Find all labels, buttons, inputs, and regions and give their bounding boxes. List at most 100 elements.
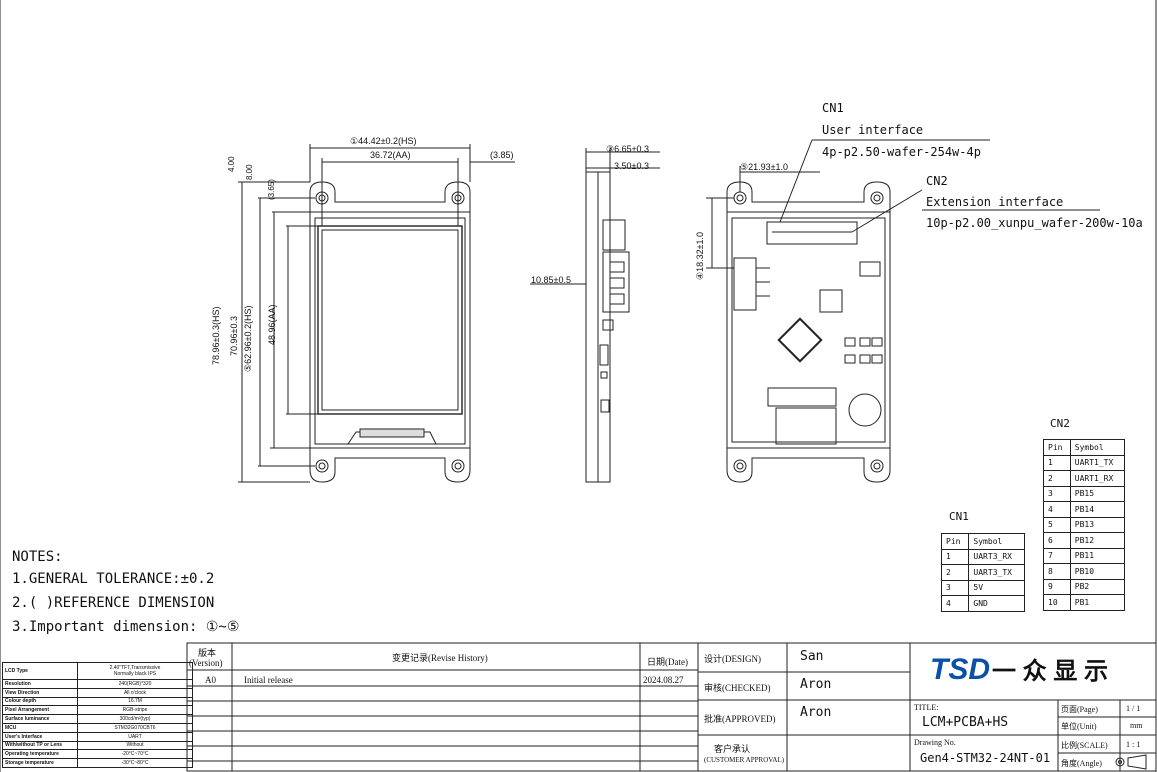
symbol-cell: PB14: [1069, 501, 1126, 518]
pin-cell: 3: [1043, 485, 1071, 502]
dim-height-hs: ⑤62.96±0.2(HS): [243, 305, 253, 372]
design-name: San: [800, 649, 824, 664]
spec-key: Pixel Arrangement: [2, 705, 78, 716]
symbol-cell: PB2: [1069, 578, 1126, 595]
spec-value: -30°C~80°C: [77, 758, 193, 768]
cn2-spec: 10p-p2.00_xunpu_wafer-200w-10a: [926, 216, 1143, 230]
spec-value: Without: [77, 740, 193, 751]
spec-key: Storage temperature: [2, 758, 78, 768]
cn2-label: CN2: [926, 174, 948, 188]
page-label: 页面(Page): [1061, 705, 1098, 714]
symbol-header: Symbol: [1069, 439, 1126, 456]
spec-value: 240(RGB)*320: [77, 679, 193, 689]
revision-date: 2024.08.27: [643, 675, 684, 685]
spec-value: STM32G070CBT6: [77, 722, 193, 733]
symbol-cell: PB12: [1069, 532, 1126, 549]
checked-label: 审核(CHECKED): [704, 683, 771, 693]
spec-value: UART: [77, 731, 193, 742]
table-row: Operating temperature-20°C~70°C: [2, 749, 193, 760]
pin-cell: 6: [1043, 532, 1071, 549]
side-view: [530, 148, 660, 483]
spec-key: Surface luminance: [2, 714, 78, 724]
notes-title: NOTES:: [12, 549, 63, 565]
cn1-spec: 4p-p2.50-wafer-254w-4p: [822, 145, 981, 159]
cn1-table-title: CN1: [949, 510, 969, 523]
symbol-cell: UART3_TX: [968, 564, 1025, 581]
title-label: TITLE:: [914, 703, 939, 712]
symbol-cell: UART3_RX: [968, 548, 1025, 565]
revision-version: A0: [205, 675, 216, 685]
dim-width-hs: ①44.42±0.2(HS): [350, 136, 417, 146]
spec-value: 2.40"TFT,Transmissive Normally black IPS: [77, 662, 193, 680]
spec-key: Operating temperature: [2, 749, 78, 760]
symbol-cell: PB13: [1069, 516, 1126, 533]
spec-value: -20°C~70°C: [77, 749, 193, 760]
symbol-cell: 5V: [968, 579, 1025, 596]
unit-label: 单位(Unit): [1061, 722, 1097, 731]
note-1: 1.GENERAL TOLERANCE:±0.2: [12, 571, 215, 587]
pin-cell: 1: [940, 548, 970, 565]
symbol-header: Symbol: [968, 533, 1025, 550]
note-2: 2.( )REFERENCE DIMENSION: [12, 595, 215, 611]
company-name: 一 众 显 示: [992, 658, 1109, 685]
symbol-cell: UART1_RX: [1069, 470, 1126, 487]
spec-key: With/without TP or Lens: [2, 740, 78, 751]
table-row: Storage temperature-30°C~80°C: [2, 758, 193, 768]
title-block-lines: [186, 642, 1157, 772]
checked-name: Aron: [800, 677, 832, 692]
spec-key: LCD Type: [2, 662, 78, 680]
date-header: 日期(Date): [647, 657, 688, 667]
pin-header: Pin: [1043, 439, 1071, 456]
pin-cell: 7: [1043, 547, 1071, 564]
cn2-title: Extension interface: [926, 195, 1064, 209]
symbol-cell: GND: [968, 595, 1025, 612]
pin-cell: 2: [940, 564, 970, 581]
pin-cell: 2: [1043, 470, 1071, 487]
symbol-cell: PB11: [1069, 547, 1126, 564]
approved-name: Aron: [800, 705, 832, 720]
dim-top-365: (3.65): [267, 179, 276, 200]
drawing-no-label: Drawing No.: [914, 738, 956, 747]
approved-label: 批准(APPROVED): [704, 714, 776, 724]
dim-cn1-offset: ⑤21.93±1.0: [740, 162, 789, 172]
pin-header: Pin: [940, 533, 970, 550]
dim-connector-pos: 10.85±0.5: [531, 275, 571, 285]
dim-height-aa: 48.96(AA): [267, 304, 277, 345]
spec-key: Resolution: [2, 679, 78, 689]
spec-value: RGB-stripe: [77, 705, 193, 716]
history-header: 变更记录(Revise History): [392, 653, 488, 663]
symbol-cell: PB1: [1069, 594, 1126, 611]
unit-value: mm: [1130, 721, 1143, 730]
spec-value: 16.7M: [77, 696, 193, 707]
dim-height-7096: 70.96±0.3: [229, 316, 239, 356]
front-view: [238, 144, 515, 483]
pin-cell: 4: [1043, 501, 1071, 518]
pin-cell: 5: [1043, 516, 1071, 533]
pin-cell: 4: [940, 595, 970, 612]
pin-cell: 8: [1043, 563, 1071, 580]
spec-key: Colour depth: [2, 696, 78, 707]
angle-label: 角度(Angle): [1061, 759, 1102, 768]
version-header: 版本: [198, 648, 217, 658]
dim-height-total: 78.96±0.3(HS): [211, 306, 221, 365]
